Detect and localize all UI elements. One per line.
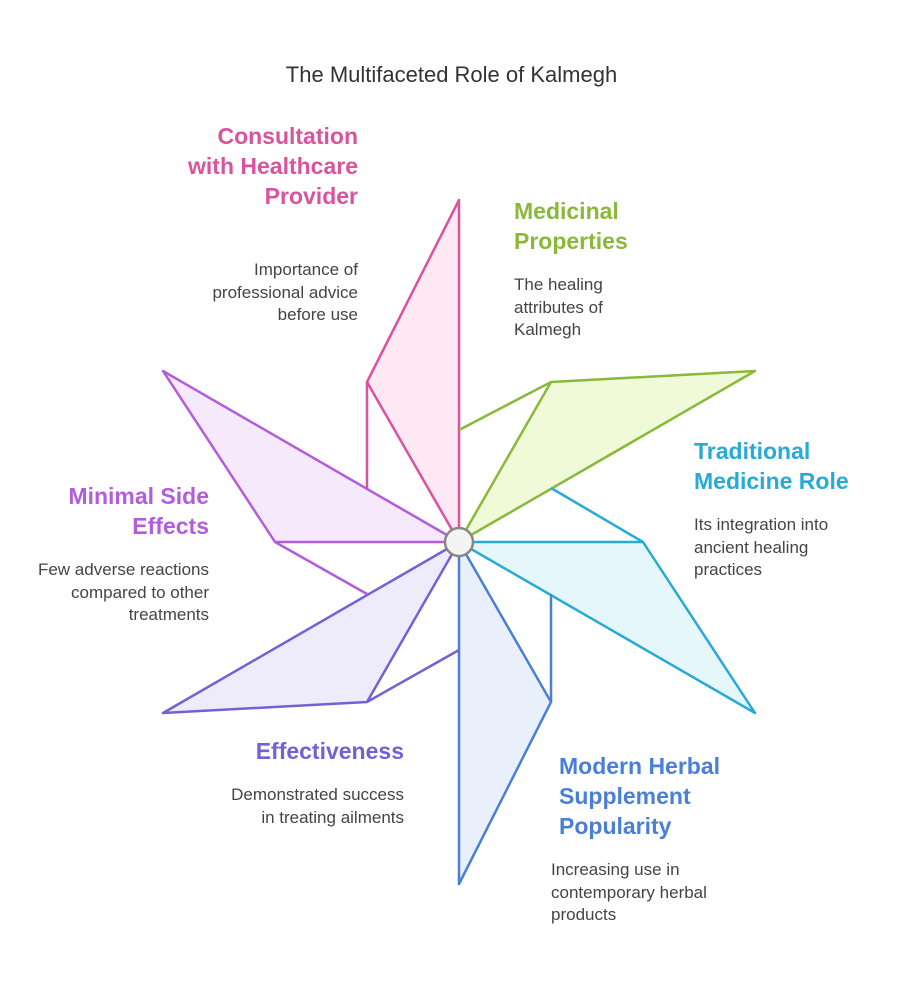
blade-traditional-fill	[457, 540, 757, 715]
blade-effectiveness	[161, 540, 461, 715]
blade-medicinal-edge	[458, 380, 552, 432]
desc-consultation: Importance of professional advice before…	[212, 260, 358, 324]
desc-medicinal: The healing attributes of Kalmegh	[514, 275, 603, 339]
label-traditional: Traditional Medicine Role	[694, 438, 849, 494]
blade-effectiveness-edge	[366, 648, 460, 704]
blade-consultation-fill	[365, 198, 461, 544]
desc-modern: Increasing use in contemporary herbal pr…	[551, 860, 707, 924]
label-sideeffects: Minimal Side Effects	[68, 483, 209, 539]
blade-consultation	[365, 198, 461, 544]
blade-medicinal-fill	[457, 369, 757, 544]
diagram-title: The Multifaceted Role of Kalmegh	[285, 62, 618, 87]
label-modern: Modern Herbal Supplement Popularity	[559, 753, 721, 839]
blade-medicinal	[457, 369, 757, 544]
center-hub	[443, 526, 475, 558]
desc-effectiveness: Demonstrated success in treating ailment…	[231, 785, 404, 827]
blade-sideeffects-edge	[274, 540, 368, 596]
blade-modern	[457, 540, 553, 886]
blade-traditional	[457, 486, 757, 715]
blade-sideeffects	[161, 369, 461, 596]
desc-traditional: Its integration into ancient healing pra…	[694, 515, 829, 579]
blade-sideeffects-fill	[161, 369, 461, 544]
blade-modern-fill	[457, 540, 553, 886]
label-consultation: Consultation with Healthcare Provider	[188, 123, 358, 209]
label-medicinal: Medicinal Properties	[514, 198, 628, 254]
desc-sideeffects: Few adverse reactions compared to other …	[37, 560, 209, 624]
blade-effectiveness-fill	[161, 540, 461, 715]
blade-traditional-edge	[550, 486, 644, 544]
label-effectiveness: Effectiveness	[255, 738, 404, 764]
